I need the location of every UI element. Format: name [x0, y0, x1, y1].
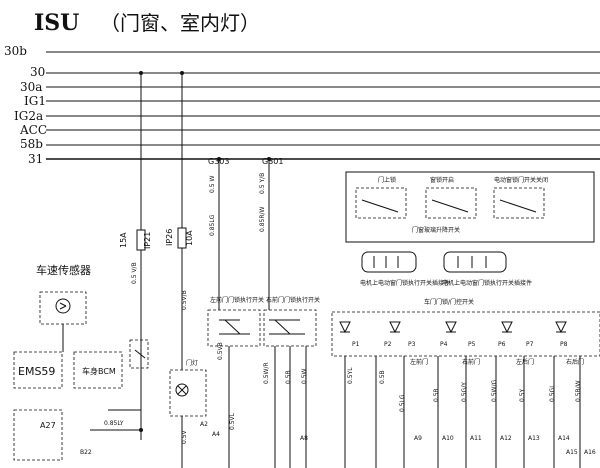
- rail-label-ig2a: IG2a: [14, 109, 43, 123]
- left-door-switch-label: 左前门门锁执行开关: [210, 296, 264, 304]
- connector-right-label: 电机上电动窗门锁执行开关插接件: [442, 279, 532, 287]
- switch-legend-title: 门窗玻璃升降开关: [412, 226, 460, 234]
- interior-lamp-box: [169, 369, 207, 417]
- code-a15: A15: [566, 449, 578, 456]
- pin-p2: P2: [384, 341, 392, 348]
- pin-p6: P6: [498, 341, 506, 348]
- vertical-feeds: [139, 71, 271, 310]
- left-door-switch-box: [207, 309, 261, 347]
- connector-left-label: 电机上电动窗门锁执行开关插接件: [360, 279, 450, 287]
- diagram-subtitle: （门窗、室内灯）: [100, 11, 260, 35]
- wire-label-05w: 0.5 W: [209, 176, 216, 193]
- wire-label-05y: 0.5Y: [519, 388, 526, 402]
- connector-left: 电机上电动窗门锁执行开关插接件: [360, 251, 450, 287]
- wire-label-085ly: 0.85LY: [104, 420, 124, 427]
- fuse-ip26: IP26 10A: [165, 227, 194, 370]
- pin-p8: P8: [560, 341, 568, 348]
- ems-label: EMS59: [18, 365, 55, 378]
- pin-p4: P4: [440, 341, 448, 348]
- connector-a27: A27: [40, 421, 56, 430]
- switch-legend-box: [345, 171, 595, 243]
- pin-p5: P5: [468, 341, 476, 348]
- speed-sensor-label: 车速传感器: [36, 263, 91, 277]
- code-a10: A10: [442, 435, 454, 442]
- rail-label-31: 31: [28, 152, 43, 166]
- pin-p7: P7: [526, 341, 534, 348]
- lamp-row-title: 车门门锁/门控开关: [424, 298, 474, 306]
- switch-state-1: 门上锁: [378, 176, 396, 184]
- speed-sensor-icon: [55, 298, 71, 314]
- ems-box: [13, 351, 63, 389]
- wire-label-05yl: 0.5YL: [347, 367, 354, 384]
- wire-label-05vl: 0.5VL: [229, 412, 236, 430]
- power-rails: 30b 30 30a IG1 IG2a ACC 58b 31: [4, 44, 600, 166]
- door-switch-box: [129, 339, 149, 369]
- rail-label-ig1: IG1: [24, 94, 46, 108]
- wire-label-05vb: 0.5V/B: [181, 290, 188, 310]
- wire-label-085rw: 0.85R/W: [259, 206, 266, 232]
- wire-label-05vb-b: 0.5 V/B: [131, 262, 138, 284]
- rail-label-30b: 30b: [4, 44, 27, 58]
- rail-label-30: 30: [30, 65, 45, 79]
- wire-label-05lg: 0.5LG: [399, 394, 406, 412]
- fuse-ip21: 15A IP21: [119, 229, 152, 440]
- model-title: ISU: [34, 10, 79, 36]
- lamp-icon: [175, 383, 189, 397]
- wire-label-05bw: 0.5B/W: [575, 380, 582, 402]
- interior-lamp-label: 门灯: [186, 359, 198, 367]
- right-door-switch-label: 右前门门锁执行开关: [266, 296, 320, 304]
- switch-state-3: 电动窗锁门开关关闭: [494, 176, 548, 184]
- code-a11: A11: [470, 435, 482, 442]
- wire-label-05gl: 0.5GL: [549, 384, 556, 402]
- connector-b22: B22: [80, 449, 92, 456]
- pin-p1: P1: [352, 341, 360, 348]
- rail-label-30a: 30a: [20, 80, 42, 94]
- wire-label-05gy: 0.5G/Y: [461, 382, 468, 402]
- fuse-ip21-id: IP21: [143, 232, 152, 249]
- door-label-lf: 左前门: [410, 358, 428, 366]
- wire-label-05w-b: 0.5W: [301, 368, 308, 384]
- code-a14: A14: [558, 435, 570, 442]
- ground-g303: G303: [208, 157, 229, 166]
- wire-label-05b: 0.5B: [285, 370, 292, 384]
- lower-left-box: [13, 409, 63, 461]
- fuse-ip26-id: IP26: [165, 229, 174, 246]
- door-label-lr: 左后门: [516, 358, 534, 366]
- wire-label-05wr: 0.5W/R: [263, 362, 270, 384]
- code-a4: A4: [212, 431, 220, 438]
- pin-p3: P3: [408, 341, 416, 348]
- connector-right: 电机上电动窗门锁执行开关插接件: [442, 251, 532, 287]
- bcm-label: 车身BCM: [82, 366, 116, 376]
- ground-g301: G301: [262, 157, 283, 166]
- bcm-box: [73, 351, 123, 389]
- lamp-row-diodes: [339, 321, 567, 334]
- wire-label-085lg: 0.85LG: [209, 214, 216, 236]
- wire-label-05r: 0.5R: [433, 388, 440, 402]
- fuse-ip26-rating: 10A: [185, 230, 194, 246]
- lamp-row-box: [331, 311, 600, 357]
- code-a16: A16: [584, 449, 596, 456]
- code-a9: A9: [414, 435, 422, 442]
- rail-label-acc: ACC: [19, 123, 47, 137]
- door-label-rr: 右后门: [566, 358, 584, 366]
- code-a13: A13: [528, 435, 540, 442]
- door-label-rf: 右前门: [462, 358, 480, 366]
- switch-state-2: 窗锁开启: [430, 176, 454, 184]
- rail-label-58b: 58b: [20, 137, 43, 151]
- code-a12: A12: [500, 435, 512, 442]
- wire-label-05v: 0.5V: [181, 429, 188, 444]
- wire-label-05b-b: 0.5B: [379, 370, 386, 384]
- code-a8: A8: [300, 435, 308, 442]
- wire-label-05yb: 0.5 Y/B: [259, 173, 266, 194]
- code-a2: A2: [200, 421, 208, 428]
- right-door-switch-box: [263, 309, 317, 347]
- fuse-ip21-rating: 15A: [119, 232, 128, 248]
- wire-label-05wg: 0.5W/G: [491, 380, 498, 402]
- wire-label-05vb-c: 0.5VB: [217, 342, 224, 360]
